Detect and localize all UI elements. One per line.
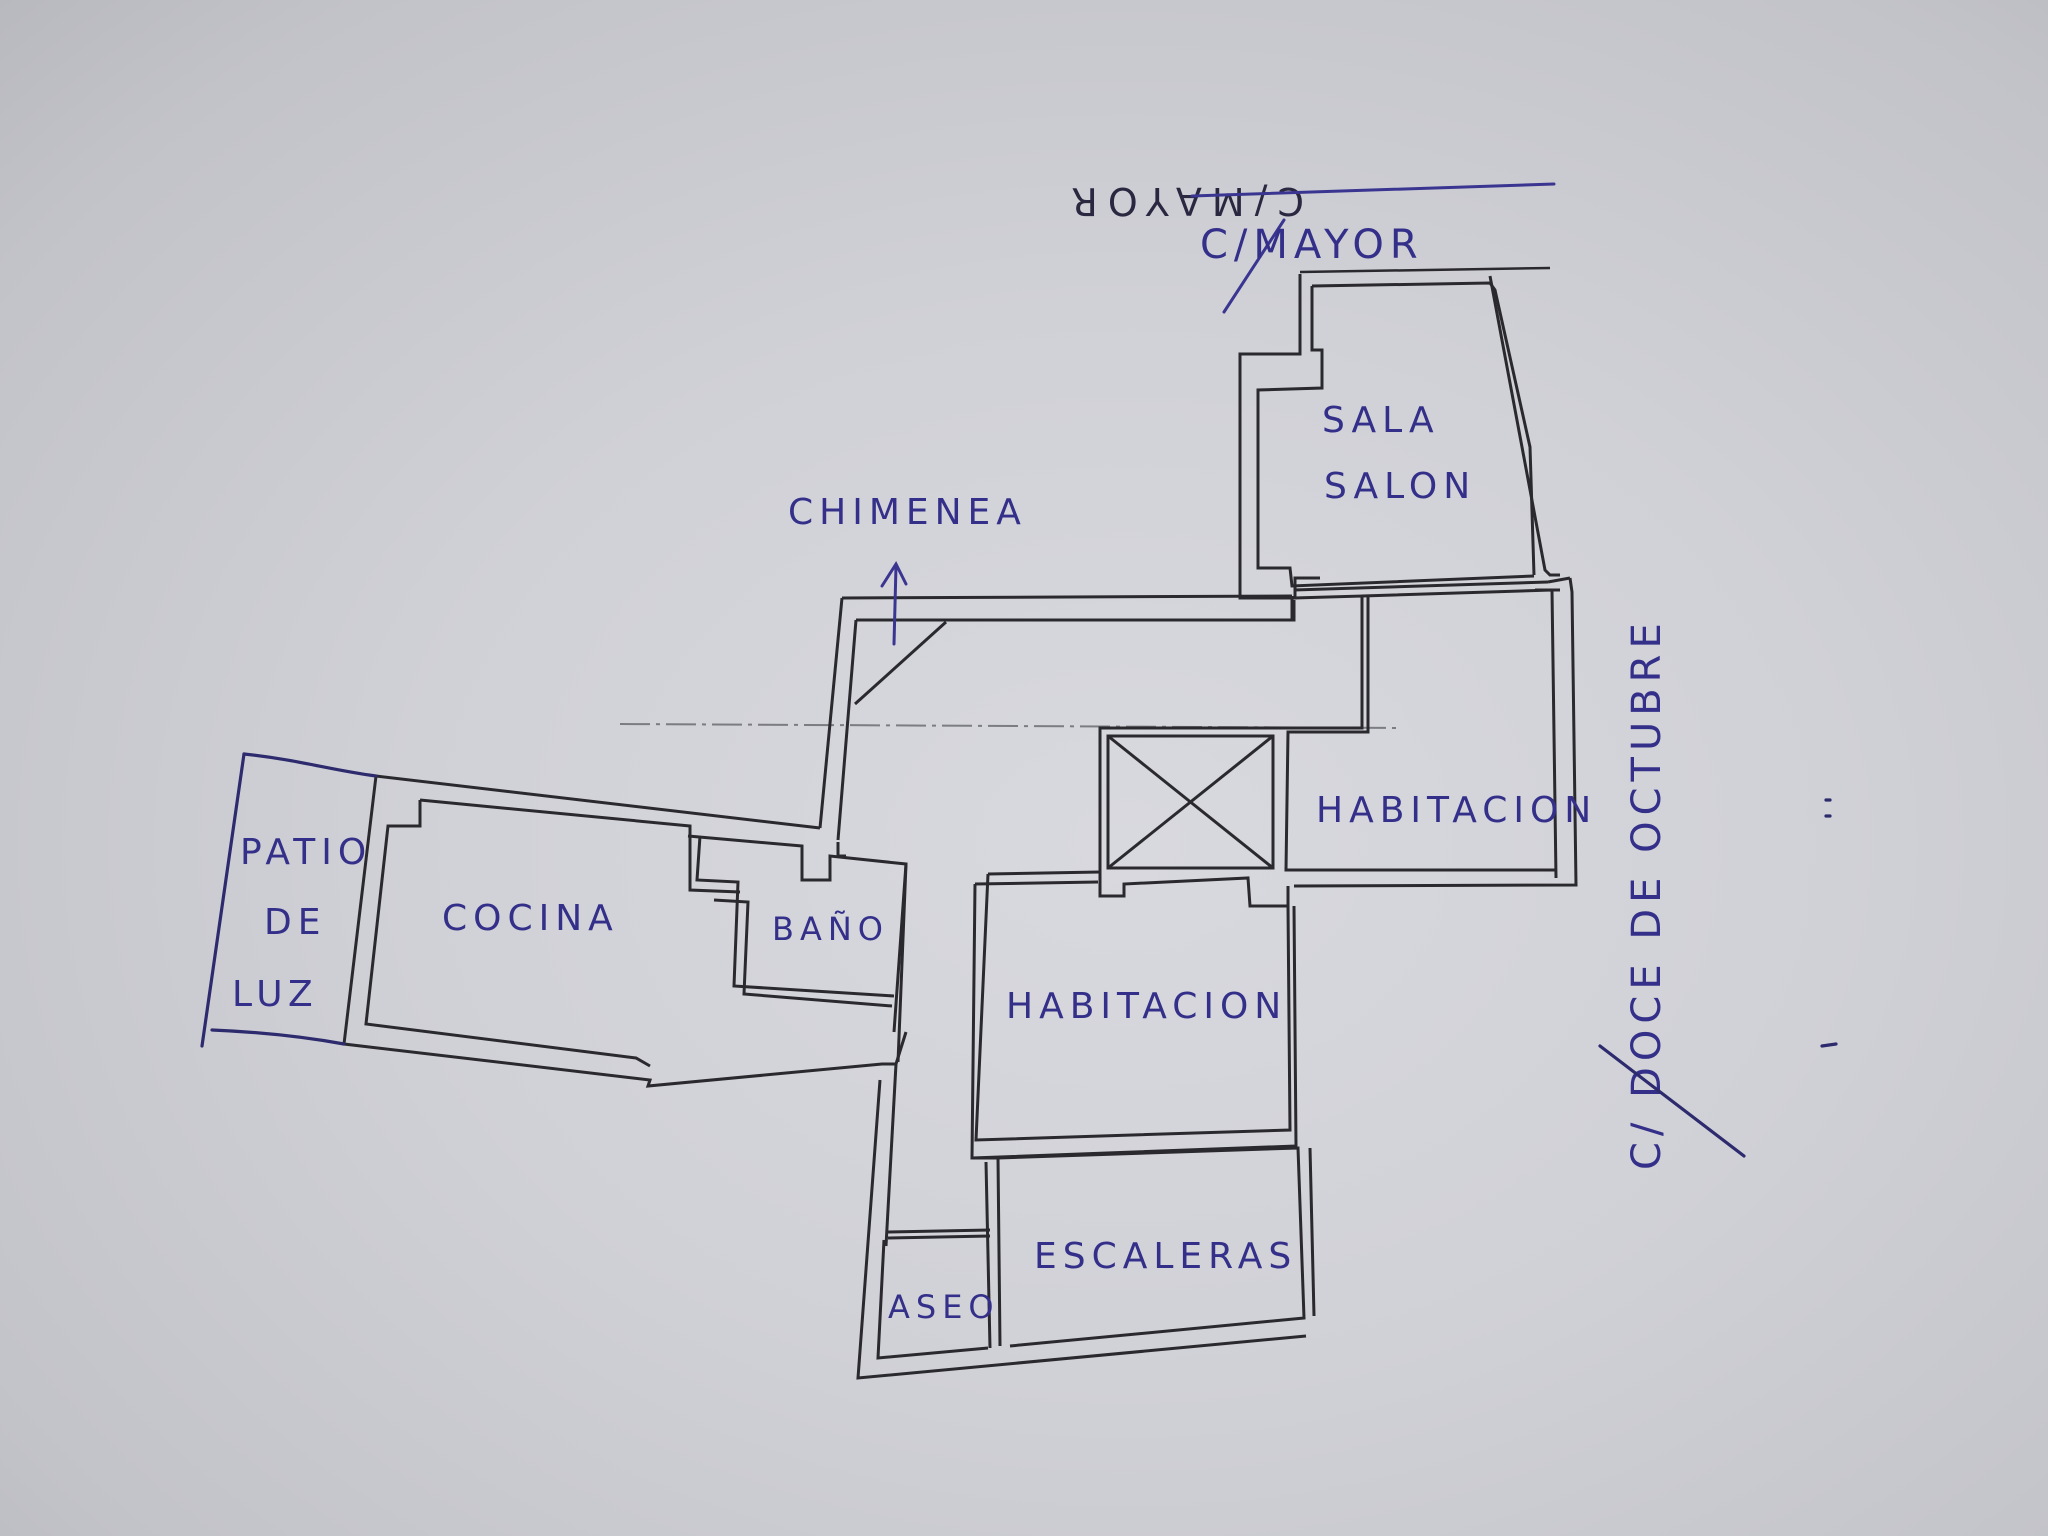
- corridor-walls: [818, 580, 1558, 879]
- room-bano-walls: [687, 834, 908, 1063]
- stray-marks: [1820, 798, 1838, 1048]
- label-sala: SALA: [1322, 400, 1440, 441]
- label-escaleras: ESCALERAS: [1034, 1236, 1297, 1277]
- label-cocina: COCINA: [442, 898, 619, 939]
- label-de: DE: [264, 902, 326, 943]
- label-habitacion-1: HABITACION: [1316, 790, 1597, 831]
- street-slash-top: [1222, 218, 1286, 314]
- label-luz: LUZ: [232, 974, 319, 1015]
- void-shaft: [1098, 734, 1290, 908]
- label-patio: PATIO: [240, 832, 372, 873]
- label-habitacion-2: HABITACION: [1006, 986, 1287, 1027]
- patio-de-luz-outline: [200, 752, 378, 1048]
- label-aseo: ASEO: [888, 1288, 1000, 1326]
- crossed-out-street-label: C/MAYOR: [1061, 179, 1556, 223]
- street-line-top: [1299, 266, 1551, 274]
- street-label-top: C/MAYOR: [1200, 222, 1424, 268]
- label-salon: SALON: [1324, 466, 1476, 507]
- crossed-out-text: C/MAYOR: [1061, 179, 1304, 223]
- label-bano: BAÑO: [772, 910, 889, 948]
- street-label-right: C/ DOCE DE OCTUBRE: [1624, 617, 1670, 1170]
- room-habitacion-1-walls: [1284, 576, 1578, 888]
- chimenea-arrow: [880, 560, 908, 646]
- label-chimenea: CHIMENEA: [788, 492, 1027, 533]
- lower-corridor-walls: [856, 1063, 1307, 1380]
- room-escaleras-walls: [876, 1146, 1316, 1360]
- room-sala-salon-walls: [1238, 274, 1560, 600]
- street-slash-right: [1598, 1044, 1746, 1158]
